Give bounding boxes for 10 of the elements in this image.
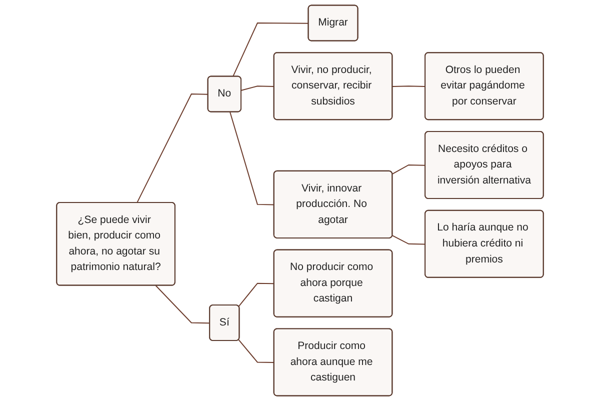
connector	[232, 22, 310, 78]
connector	[136, 94, 209, 204]
connector	[230, 112, 275, 206]
connector	[238, 282, 275, 307]
connector	[240, 86, 275, 91]
connector	[392, 86, 426, 87]
connector	[392, 164, 426, 174]
connector	[238, 339, 275, 364]
connector	[155, 285, 210, 324]
connector	[392, 235, 426, 245]
